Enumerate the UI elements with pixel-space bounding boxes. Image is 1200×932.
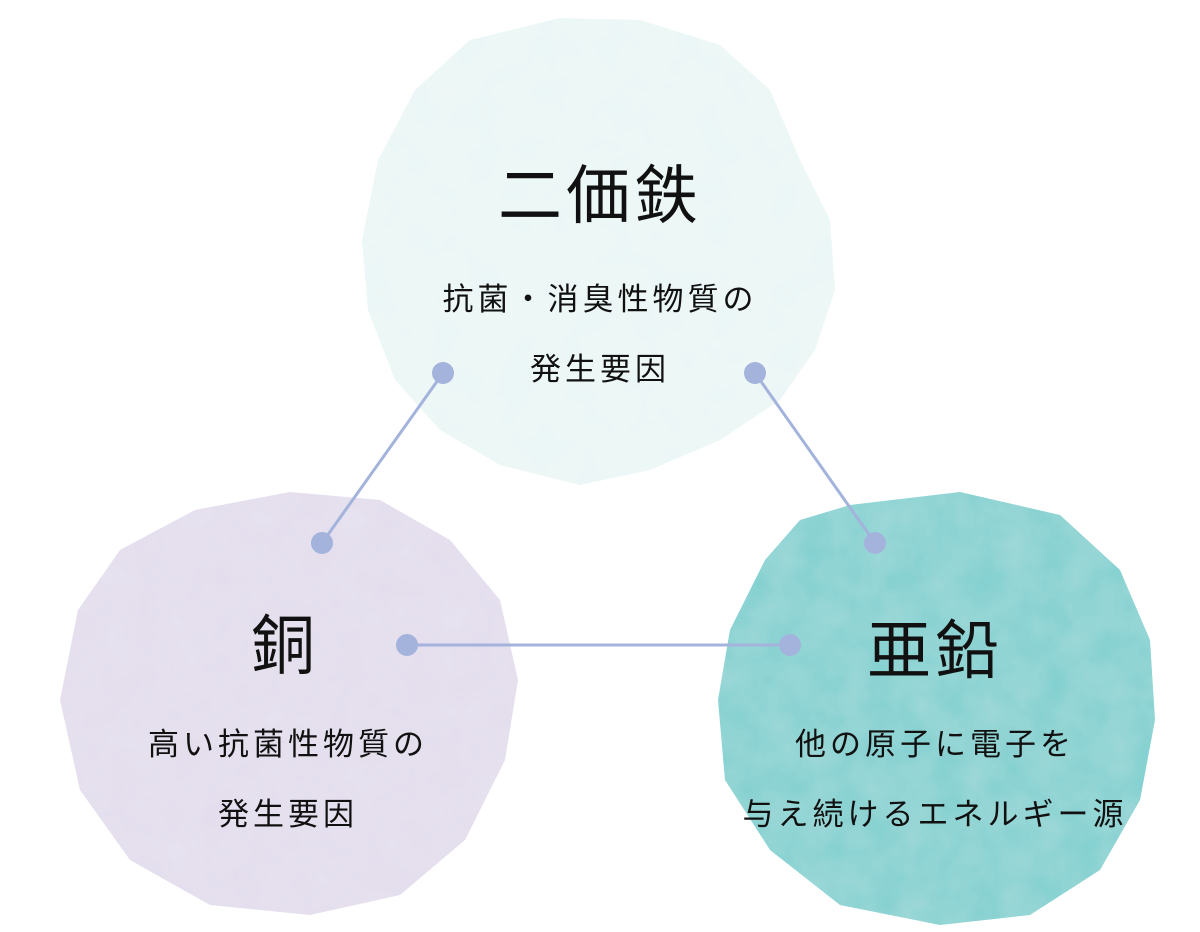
copper-line-2: 発生要因 <box>218 797 358 833</box>
connector-dot <box>432 362 454 384</box>
connector-iron-zinc <box>753 372 877 544</box>
zinc-blob <box>718 492 1155 925</box>
connector-dot <box>311 532 333 554</box>
iron-line-2: 発生要因 <box>530 352 670 388</box>
connector-dot <box>396 634 418 656</box>
zinc-line-1: 他の原子に電子を <box>795 727 1075 763</box>
iron-description: 抗菌・消臭性物質の 発生要因 <box>443 265 758 405</box>
connector-dot <box>779 634 801 656</box>
copper-description: 高い抗菌性物質の 発生要因 <box>148 710 428 850</box>
iron-blob <box>362 18 835 485</box>
connector-dot <box>744 362 766 384</box>
zinc-description: 他の原子に電子を 与え続けるエネルギー源 <box>743 710 1128 850</box>
connector-dot <box>864 532 886 554</box>
zinc-title: 亜鉛 <box>867 615 1003 689</box>
copper-line-1: 高い抗菌性物質の <box>148 727 428 763</box>
copper-title: 銅 <box>251 610 319 684</box>
copper-blob <box>60 492 518 915</box>
zinc-line-2: 与え続けるエネルギー源 <box>742 797 1128 833</box>
connector-iron-copper <box>320 372 445 544</box>
iron-line-1: 抗菌・消臭性物質の <box>442 282 758 318</box>
iron-title: 二価鉄 <box>498 160 702 234</box>
